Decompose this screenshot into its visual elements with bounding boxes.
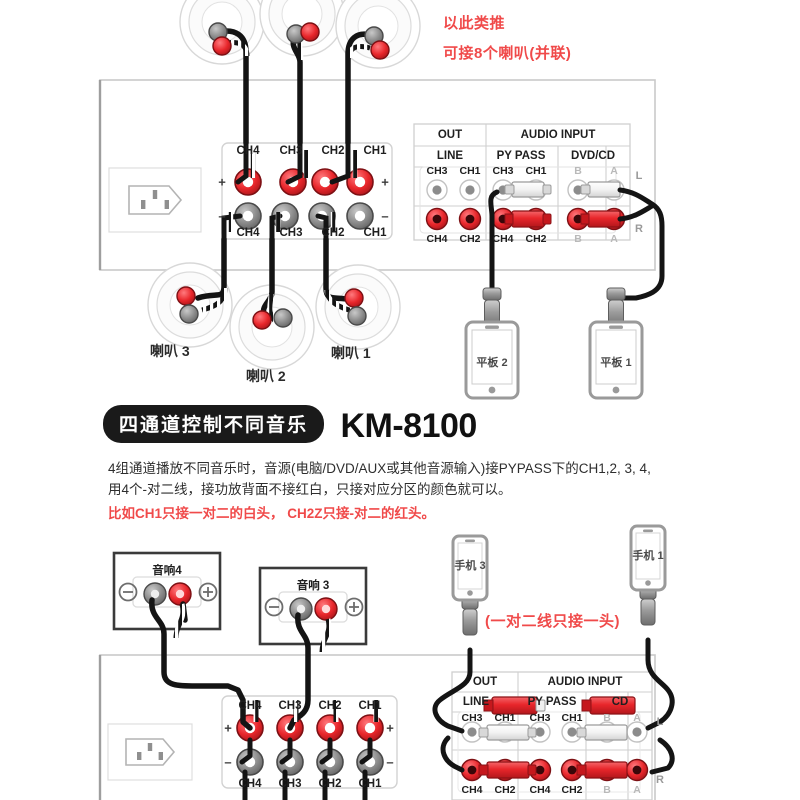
bottom-input-cell-bottom-4: B xyxy=(603,784,611,796)
speaker-label-2: 喇叭 2 xyxy=(246,368,286,384)
tablet-label-1: 平板 1 xyxy=(600,357,632,369)
bottom-terminal-label-top-ch3: CH3 xyxy=(278,700,302,712)
bottom-terminal-label-top-ch1: CH1 xyxy=(358,700,382,712)
input-channel-right: R xyxy=(635,223,643,235)
input-cell-top-2: CH3 xyxy=(492,165,514,177)
title-pill: 四通道控制不同音乐 xyxy=(103,405,325,443)
input-cell-bottom-4: B xyxy=(574,233,582,245)
bottom-terminal-minus-right: – xyxy=(386,754,394,770)
input-group-out: OUT xyxy=(437,129,463,141)
bottom-terminal-plus-left: + xyxy=(224,720,232,736)
input-cell-bottom-3: CH2 xyxy=(525,233,547,245)
bottom-terminal-plus-right: + xyxy=(386,720,394,736)
terminal-label-top-ch4: CH4 xyxy=(236,145,260,157)
bottom-input-cell-top-0: CH3 xyxy=(461,712,483,724)
bottom-input-sub-line: LINE xyxy=(462,696,490,708)
input-group-audio-input: AUDIO INPUT xyxy=(520,129,596,141)
description-line-2: 用4个-对二线，接功放背面不接红白，只接对应分区的颜色就可以。 xyxy=(108,482,512,497)
terminal-label-bottom-ch4: CH4 xyxy=(236,227,260,239)
input-cell-top-4: B xyxy=(574,165,582,177)
bottom-terminal-label-bottom-ch4: CH4 xyxy=(238,778,262,790)
tablet-label-2: 平板 2 xyxy=(476,357,508,369)
bottom-input-cell-bottom-5: A xyxy=(633,784,641,796)
bottom-input-cell-bottom-2: CH4 xyxy=(529,784,551,796)
bottom-input-cell-top-1: CH1 xyxy=(494,712,516,724)
input-cell-top-0: CH3 xyxy=(426,165,448,177)
bottom-terminal-minus-left: – xyxy=(224,754,232,770)
bottom-terminal-label-bottom-ch3: CH3 xyxy=(278,778,302,790)
bottom-input-cell-bottom-1: CH2 xyxy=(494,784,516,796)
bottom-input-cell-top-4: B xyxy=(603,712,611,724)
description-line-1: 4组通道播放不同音乐时，音源(电脑/DVD/AUX或其他音源输入)接PYPASS… xyxy=(108,461,651,476)
bottom-input-cell-top-2: CH3 xyxy=(529,712,551,724)
input-cell-top-1: CH1 xyxy=(459,165,481,177)
bottom-input-group-out: OUT xyxy=(472,676,498,688)
terminal-label-top-ch3: CH3 xyxy=(279,145,303,157)
terminal-label-bottom-ch1: CH1 xyxy=(363,227,387,239)
bottom-input-cell-top-3: CH1 xyxy=(561,712,583,724)
speaker-box-label-4: 音响4 xyxy=(152,565,182,577)
model-name: KM-8100 xyxy=(340,407,477,446)
input-sub-pypass: PY PASS xyxy=(496,150,546,162)
input-channel-left: L xyxy=(635,170,643,182)
input-cell-bottom-1: CH2 xyxy=(459,233,481,245)
bottom-input-cell-top-5: A xyxy=(633,712,641,724)
bottom-input-sub-pypass: PY PASS xyxy=(527,696,577,708)
terminal-label-top-ch1: CH1 xyxy=(363,145,387,157)
terminal-label-bottom-ch2: CH2 xyxy=(321,227,345,239)
speaker-label-1: 喇叭 1 xyxy=(331,345,371,361)
phone-label-1: 手机 1 xyxy=(632,550,664,562)
bottom-terminal-label-bottom-ch2: CH2 xyxy=(318,778,342,790)
terminal-label-top-ch2: CH2 xyxy=(321,145,345,157)
bottom-terminal-label-bottom-ch1: CH1 xyxy=(358,778,382,790)
terminal-minus-right: – xyxy=(381,208,389,224)
bottom-input-cell-bottom-3: CH2 xyxy=(561,784,583,796)
input-cell-top-3: CH1 xyxy=(525,165,547,177)
input-cell-bottom-2: CH4 xyxy=(492,233,514,245)
terminal-label-bottom-ch3: CH3 xyxy=(279,227,303,239)
top-note-line-2: 可接8个喇叭(并联) xyxy=(443,45,572,62)
input-sub-line: LINE xyxy=(436,150,464,162)
input-cell-top-5: A xyxy=(610,165,618,177)
phone-label-3: 手机 3 xyxy=(454,560,486,572)
input-cell-bottom-5: A xyxy=(610,233,618,245)
terminal-minus-left: – xyxy=(218,208,226,224)
bottom-input-channel-left: L xyxy=(656,716,664,728)
bottom-input-cell-bottom-0: CH4 xyxy=(461,784,483,796)
description-line-3: 比如CH1只接一对二的白头， CH2Z只接-对二的红头。 xyxy=(108,506,436,521)
bottom-note: (一对二线只接一头) xyxy=(485,613,620,630)
bottom-terminal-label-top-ch4: CH4 xyxy=(238,700,262,712)
bottom-terminal-label-top-ch2: CH2 xyxy=(318,700,342,712)
top-note-line-1: 以此类推 xyxy=(443,15,506,32)
title-row: 四通道控制不同音乐 KM-8100 xyxy=(103,405,477,446)
bottom-input-group-audio-input: AUDIO INPUT xyxy=(547,676,623,688)
bottom-input-channel-right: R xyxy=(656,774,664,786)
terminal-plus-left: + xyxy=(218,174,226,190)
input-sub-dvdcd: DVD/CD xyxy=(570,150,616,162)
speaker-label-3: 喇叭 3 xyxy=(150,343,190,359)
speaker-box-label-3: 音响 3 xyxy=(296,580,330,592)
terminal-plus-right: + xyxy=(381,174,389,190)
input-cell-bottom-0: CH4 xyxy=(426,233,448,245)
bottom-input-sub-dvdcd: CD xyxy=(611,696,629,708)
